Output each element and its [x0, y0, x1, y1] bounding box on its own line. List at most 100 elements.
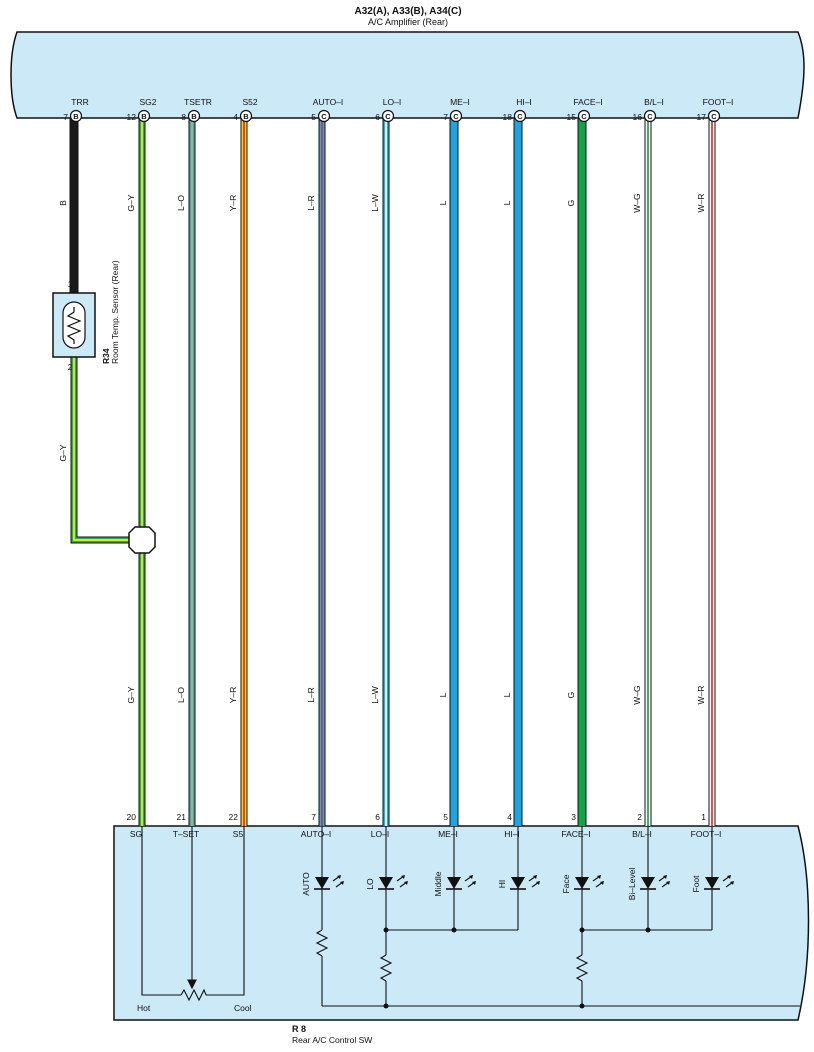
- wires-layer: [69, 118, 716, 826]
- connector-letter-me: C: [453, 112, 459, 121]
- pin-s52: 4: [233, 112, 238, 122]
- led-face: [574, 826, 604, 892]
- wire-color-top-me: L: [438, 200, 448, 205]
- signal-sg2: SG2: [139, 97, 156, 107]
- wire-color-top-trr: B: [58, 200, 68, 206]
- wire-sensor-gy: [70, 357, 142, 544]
- bottom-pin-hi: 4: [507, 812, 512, 822]
- sensor-wire-color: G–Y: [58, 444, 68, 461]
- connector-hi: [513, 109, 527, 123]
- splice-junction: [128, 526, 156, 554]
- signal-hi: HI–I: [516, 97, 532, 107]
- wire-color-bottom-sg2: G–Y: [126, 686, 136, 703]
- bottom-pin-sg2: 20: [127, 812, 137, 822]
- bottom-label-sg2: SG: [130, 829, 142, 839]
- wire-color-bottom-me: L: [438, 692, 448, 697]
- wire-color-top-auto: L–R: [306, 195, 316, 211]
- pin-tsetr: 8: [181, 112, 186, 122]
- sensor-pin-2: 2: [68, 363, 73, 372]
- signal-trr: TRR: [71, 97, 88, 107]
- bottom-label-lo: LO–I: [371, 829, 389, 839]
- wire-color-top-sg2: G–Y: [126, 194, 136, 211]
- bottom-pin-foot: 1: [701, 812, 706, 822]
- room-temp-sensor: 1 2 R34 Room Temp. Sensor (Rear): [52, 260, 120, 372]
- wire-color-top-tsetr: L–O: [176, 195, 186, 211]
- control-code: R 8: [292, 1024, 306, 1034]
- amplifier-connectors: A32(A), A33(B), A34(C): [354, 6, 461, 17]
- sensor-pin-1: 1: [68, 280, 73, 289]
- amplifier-box: [10, 31, 805, 119]
- auto-resistor: [315, 929, 329, 957]
- connector-letter-tsetr: B: [191, 112, 197, 121]
- pin-trr: 7: [63, 112, 68, 122]
- bottom-label-face: FACE–I: [561, 829, 590, 839]
- signal-tsetr: TSETR: [184, 97, 212, 107]
- led-me: [446, 826, 476, 892]
- wire-color-bottom-hi: L: [502, 692, 512, 697]
- bottom-pin-auto: 7: [311, 812, 316, 822]
- pin-sg2: 12: [127, 112, 137, 122]
- wire-color-top-face: G: [566, 200, 576, 207]
- labels-layer: TRRB7BSG2B12G–YG–Y20SGTSETRB8L–OL–O21T–S…: [58, 97, 733, 839]
- signal-foot: FOOT–I: [703, 97, 734, 107]
- connector-bl: [643, 109, 657, 123]
- wire-color-bottom-auto: L–R: [306, 687, 316, 703]
- led-foot: [704, 826, 734, 892]
- amplifier-name: A/C Amplifier (Rear): [368, 17, 448, 27]
- bottom-pin-face: 3: [571, 812, 576, 822]
- bottom-label-hi: HI–I: [504, 829, 520, 839]
- pin-foot: 17: [697, 112, 707, 122]
- connector-tsetr: [187, 109, 201, 123]
- connector-letter-foot: C: [711, 112, 717, 121]
- bottom-label-me: ME–I: [438, 829, 458, 839]
- pin-lo: 6: [375, 112, 380, 122]
- wire-color-bottom-face: G: [566, 692, 576, 699]
- thermistor-icon: [66, 307, 82, 344]
- pin-hi: 18: [503, 112, 513, 122]
- signal-auto: AUTO–I: [313, 97, 344, 107]
- pin-face: 15: [567, 112, 577, 122]
- led-hi: [510, 826, 540, 892]
- connector-face: [577, 109, 591, 123]
- control-switch-box: [113, 825, 810, 1021]
- connector-letter-trr: B: [73, 112, 79, 121]
- led-auto: [314, 826, 344, 892]
- control-name: Rear A/C Control SW: [292, 1035, 372, 1045]
- bottom-pin-bl: 2: [637, 812, 642, 822]
- bottom-pin-s52: 22: [229, 812, 239, 822]
- connector-auto: [317, 109, 331, 123]
- junction-dots: [383, 927, 651, 1009]
- wire-color-top-lo: L–W: [370, 194, 380, 211]
- led-label-foot: Foot: [691, 875, 701, 893]
- sensor-code: R34: [101, 348, 111, 364]
- hot-label: Hot: [137, 1003, 151, 1013]
- pin-me: 7: [443, 112, 448, 122]
- led-label-auto: AUTO: [301, 872, 311, 896]
- led-label-lo: LO: [365, 878, 375, 890]
- led-lo: [378, 826, 408, 892]
- signal-bl: B/L–I: [644, 97, 664, 107]
- connector-foot: [707, 109, 721, 123]
- led-label-hi: HI: [497, 880, 507, 889]
- bottom-label-bl: B/L–I: [632, 829, 652, 839]
- cool-label: Cool: [234, 1003, 252, 1013]
- temp-set-potentiometer: [180, 988, 207, 1002]
- sensor-name: Room Temp. Sensor (Rear): [110, 260, 120, 364]
- led-bl: [640, 826, 670, 892]
- wire-color-top-bl: W–G: [632, 193, 642, 212]
- connector-letter-face: C: [581, 112, 587, 121]
- connector-s52: [239, 109, 253, 123]
- bottom-pin-lo: 6: [375, 812, 380, 822]
- connector-me: [449, 109, 463, 123]
- wire-color-bottom-s52: Y–R: [228, 687, 238, 704]
- wire-color-top-foot: W–R: [696, 194, 706, 213]
- signal-face: FACE–I: [573, 97, 602, 107]
- connector-trr: [69, 109, 83, 123]
- lo-resistor: [379, 954, 393, 982]
- bottom-pin-tsetr: 21: [177, 812, 187, 822]
- led-label-face: Face: [561, 874, 571, 893]
- led-label-me: Middle: [433, 871, 443, 896]
- connector-sg2: [137, 109, 151, 123]
